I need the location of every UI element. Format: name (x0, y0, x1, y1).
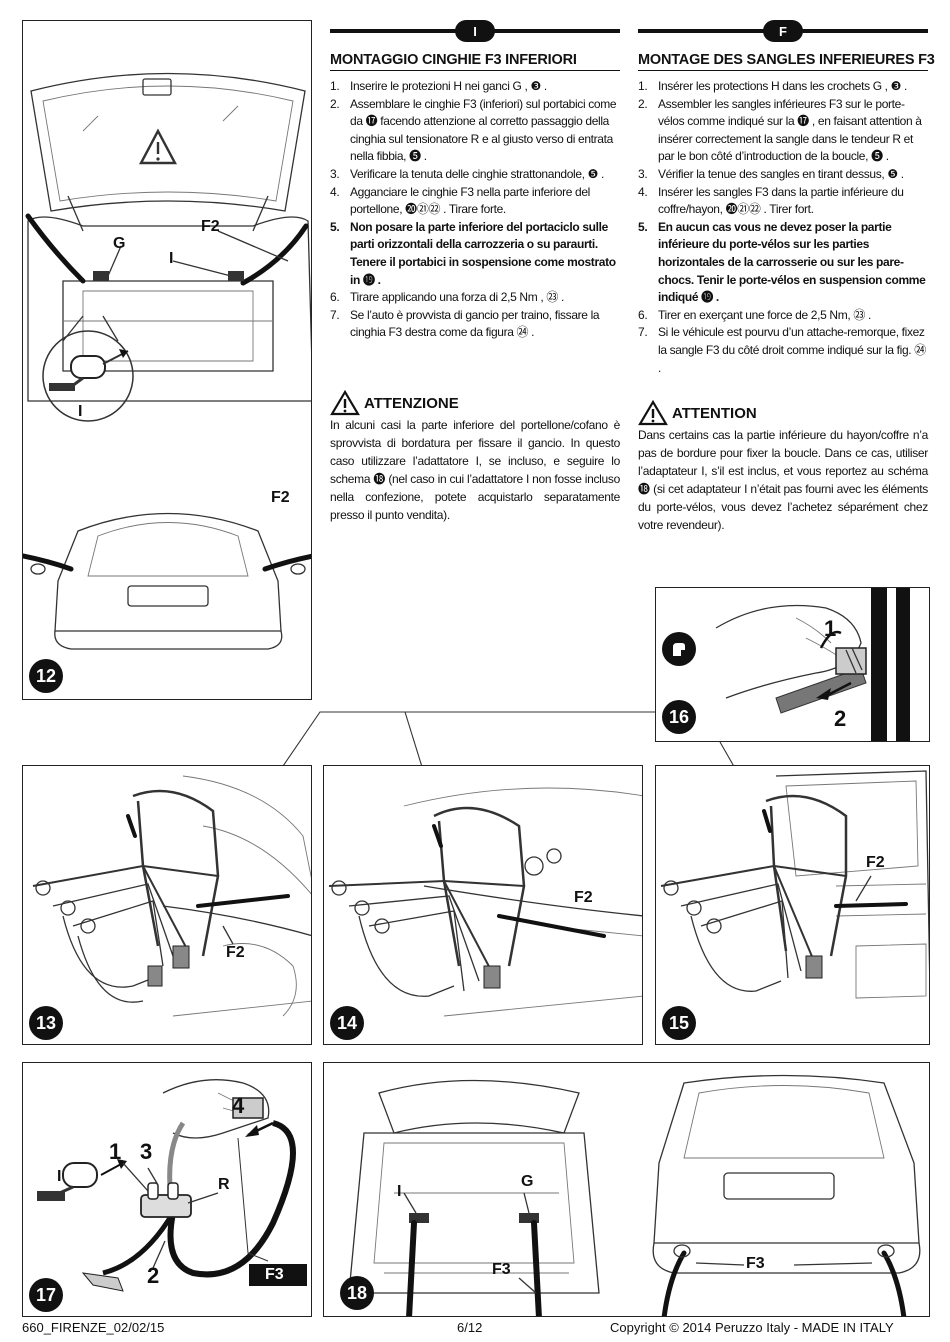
fig17-step-2: 2 (147, 1263, 160, 1288)
italian-section-title: MONTAGGIO CINGHIE F3 INFERIORI (330, 52, 620, 71)
figure-17-illustration (37, 1079, 296, 1292)
fig17-F3-tag (249, 1264, 307, 1286)
italian-warning-text: In alcuni casi la parte inferiore del po… (330, 418, 620, 522)
footer-document-code: 660_FIRENZE_02/02/15 (22, 1320, 165, 1335)
fig17-label-R: R (218, 1176, 230, 1193)
fig18-label-F3-left: F3 (492, 1261, 511, 1278)
french-step-5: 5.En aucun cas vous ne devez poser la pa… (638, 219, 926, 305)
figure-18-panel: I G F3 F3 18 (323, 1062, 930, 1317)
figure-14-panel: F2 14 (323, 765, 643, 1045)
italian-step-4: 4.Agganciare le cinghie F3 nella parte i… (330, 184, 590, 217)
french-steps-list: 1.Insérer les protections H dans les cro… (638, 78, 928, 377)
fig18-label-F3-right: F3 (746, 1255, 765, 1272)
figure-14-illustration (328, 787, 642, 1017)
figure-number-18: 18 (340, 1276, 374, 1310)
fig15-label-F2: F2 (866, 854, 885, 871)
french-step-1: 1.Insérer les protections H dans les cro… (638, 79, 908, 93)
figure-12-panel: G F2 I I F2 12 (22, 20, 312, 700)
figure-number-12: 12 (29, 659, 63, 693)
italian-step-5: 5.Non posare la parte inferiore del port… (330, 219, 616, 287)
french-step-2: 2.Assembler les sangles inférieures F3 s… (638, 96, 922, 164)
french-step-7: 7.Si le véhicule est pourvu d’un attache… (638, 325, 926, 375)
gloved-hand-icon (662, 632, 696, 666)
italian-step-7: 7.Se l’auto è provvista di gancio per tr… (330, 307, 600, 340)
label-I-zoom: I (78, 403, 83, 420)
italian-warning-heading: ATTENZIONE (330, 390, 459, 416)
figure-16-illustration (715, 588, 910, 741)
fig13-label-F2: F2 (226, 944, 245, 961)
figure-number-16: 16 (662, 700, 696, 734)
italian-warning-title: ATTENZIONE (364, 394, 459, 412)
italian-step-2: 2.Assemblare le cinghie F3 (inferiori) s… (330, 96, 617, 164)
figure-16-panel: 1 2 16 (655, 587, 930, 742)
italian-language-tab: I (455, 20, 495, 42)
figure-17-panel: F3 1 3 4 2 R I 17 (22, 1062, 312, 1317)
fig18-label-G: G (521, 1173, 534, 1190)
french-section-title: MONTAGE DES SANGLES INFERIEURES F3 (638, 52, 935, 71)
warning-triangle-icon (330, 390, 360, 416)
figure-15-illustration (660, 770, 929, 999)
fig16-step-2: 2 (834, 706, 847, 731)
french-language-tab: F (763, 20, 803, 42)
fig14-label-F2: F2 (574, 889, 593, 906)
figure-13-illustration (32, 775, 311, 1017)
italian-step-3: 3.Verificare la tenuta delle cinghie str… (330, 166, 605, 181)
fig17-step-3: 3 (140, 1139, 153, 1164)
figure-15-panel: F2 15 (655, 765, 930, 1045)
footer-page-number: 6/12 (457, 1320, 483, 1335)
label-G: G (113, 235, 126, 252)
fig17-label-F3: F3 (265, 1266, 284, 1283)
french-warning-title: ATTENTION (672, 404, 757, 422)
french-warning-text: Dans certains cas la partie inférieure d… (638, 428, 928, 532)
italian-step-1: 1.Inserire le protezioni H nei ganci G ,… (330, 79, 547, 93)
figure-13-panel: F2 13 (22, 765, 312, 1045)
label-I-top: I (169, 250, 174, 267)
fig18-label-I: I (397, 1183, 402, 1200)
figure-number-13: 13 (29, 1006, 63, 1040)
fig17-step-4: 4 (232, 1093, 245, 1118)
fig17-label-I: I (57, 1168, 62, 1185)
label-F2-bottom: F2 (271, 489, 290, 506)
warning-triangle-icon (139, 128, 177, 165)
fig16-step-1: 1 (824, 616, 837, 641)
french-step-4: 4.Insérer les sangles F3 dans la partie … (638, 184, 904, 217)
fig17-step-1: 1 (109, 1139, 122, 1164)
figure-number-15: 15 (662, 1006, 696, 1040)
french-step-3: 3.Vérifier la tenue des sangles en tiran… (638, 166, 904, 181)
french-warning-heading: ATTENTION (638, 400, 757, 426)
figure-number-14: 14 (330, 1006, 364, 1040)
label-F2-top: F2 (201, 218, 220, 235)
figure-number-17: 17 (29, 1278, 63, 1312)
french-step-6: 6.Tirer en exerçant une force de 2,5 Nm,… (638, 307, 871, 322)
figure-18-illustration (348, 1074, 921, 1316)
figure-12-illustration (23, 72, 311, 650)
italian-step-6: 6.Tirare applicando una forza di 2,5 Nm … (330, 290, 564, 305)
italian-steps-list: 1.Inserire le protezioni H nei ganci G ,… (330, 78, 620, 342)
footer-copyright: Copyright © 2014 Peruzzo Italy - MADE IN… (610, 1320, 894, 1335)
warning-triangle-icon (638, 400, 668, 426)
